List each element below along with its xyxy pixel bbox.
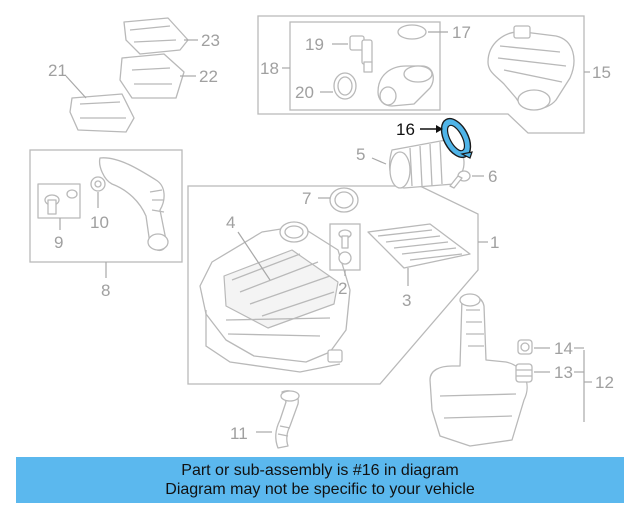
duct-21 <box>69 93 135 133</box>
cover-23 <box>123 17 189 55</box>
callout-14: 14 <box>554 339 573 358</box>
bolt-6 <box>449 170 471 189</box>
callout-16[interactable]: 16 <box>396 120 415 139</box>
callout-23: 23 <box>201 31 220 50</box>
callout-4: 4 <box>226 213 235 232</box>
callout-22: 22 <box>199 67 218 86</box>
gasket-16-highlighted[interactable] <box>436 114 477 162</box>
intake-hose-15 <box>487 25 575 111</box>
callout-8: 8 <box>101 281 110 300</box>
callout-11: 11 <box>230 424 248 443</box>
o-ring-7 <box>329 187 359 213</box>
air-cleaner-assembly-1: 1 4 7 2 <box>187 185 499 385</box>
callout-10: 10 <box>90 213 109 232</box>
bolt-2 <box>338 229 352 265</box>
mass-airflow-sensor-19 <box>349 35 373 73</box>
resonator-assembly-12: 12 14 13 <box>429 293 614 447</box>
banner-line-1: Part or sub-assembly is #16 in diagram <box>181 462 459 479</box>
callout-13: 13 <box>554 363 573 382</box>
callout-18: 18 <box>260 59 279 78</box>
callout-12: 12 <box>595 373 614 392</box>
drain-hose-11 <box>275 390 300 449</box>
upper-left-parts: 23 22 21 <box>48 17 220 133</box>
intake-duct-parts: 5 6 16 <box>356 114 497 189</box>
grommet-14 <box>517 339 533 355</box>
callout-9: 9 <box>54 233 63 252</box>
bolt-9 <box>37 183 81 219</box>
callout-6: 6 <box>488 167 497 186</box>
callout-3: 3 <box>402 291 411 310</box>
callout-7: 7 <box>302 189 311 208</box>
grommet-13 <box>515 363 533 383</box>
callout-2: 2 <box>338 279 347 298</box>
callout-5: 5 <box>356 145 365 164</box>
callout-21: 21 <box>48 61 67 80</box>
banner-line-2: Diagram may not be specific to your vehi… <box>165 481 475 498</box>
callout-20: 20 <box>295 83 314 102</box>
assembly-15-group: 15 18 19 20 17 <box>257 15 611 134</box>
info-banner: Part or sub-assembly is #16 in diagram D… <box>16 457 624 503</box>
bracket-22 <box>119 53 185 99</box>
callout-17: 17 <box>452 23 471 42</box>
grommet-10 <box>90 176 106 192</box>
air-cleaner-housing-4 <box>199 221 351 373</box>
assembly-8-group: 8 9 10 <box>29 149 183 300</box>
air-filter-element-3 <box>367 223 471 269</box>
callout-19: 19 <box>305 35 324 54</box>
callout-1: 1 <box>490 233 499 252</box>
callout-15: 15 <box>592 63 611 82</box>
clamp-17 <box>397 24 427 40</box>
intake-elbow <box>377 65 434 107</box>
intake-duct-5 <box>389 139 465 189</box>
resonator-12 <box>429 293 528 447</box>
